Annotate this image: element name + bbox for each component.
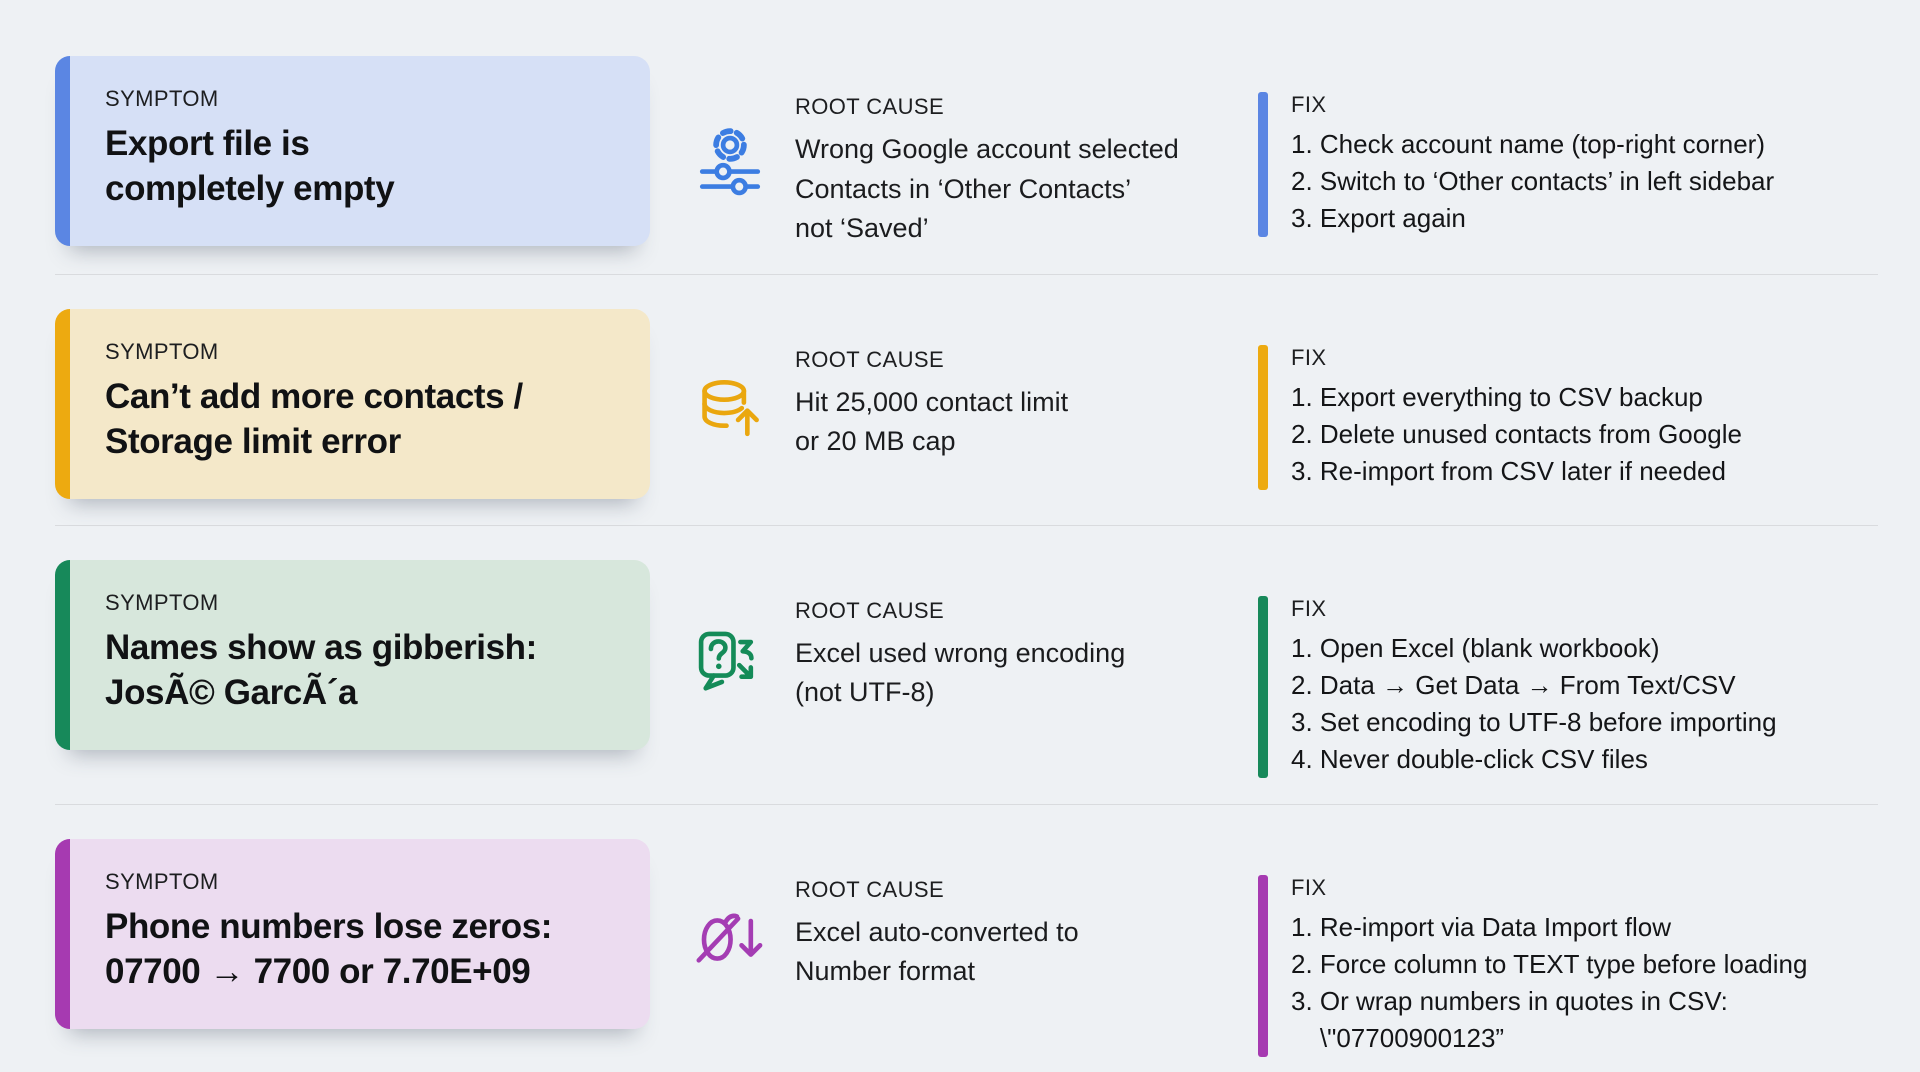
symptom-title: Can’t add more contacts / Storage limit … bbox=[105, 377, 523, 461]
fix-step: 1. Export everything to CSV backup bbox=[1291, 382, 1703, 413]
symptom-card: SYMPTOM Export file is completely empty bbox=[55, 56, 650, 246]
fix-textblock: FIX 1. Export everything to CSV backup 2… bbox=[1291, 345, 1742, 490]
fix-block: FIX 1. Check account name (top-right cor… bbox=[1215, 42, 1920, 238]
symptom-card: SYMPTOM Phone numbers lose zeros: 07700 … bbox=[55, 838, 650, 1029]
root-cause-text: Hit 25,000 contact limit or 20 MB cap bbox=[795, 387, 1069, 457]
row-phone-zeros: SYMPTOM Phone numbers lose zeros: 07700 … bbox=[0, 825, 1920, 1057]
fix-list: 1. Re-import via Data Import flow 2. For… bbox=[1291, 909, 1807, 1057]
gear-sliders-icon bbox=[693, 120, 767, 200]
fix-block: FIX 1. Re-import via Data Import flow 2.… bbox=[1215, 825, 1920, 1057]
row-divider bbox=[55, 803, 1878, 805]
symptom-card: SYMPTOM Can’t add more contacts / Storag… bbox=[55, 308, 650, 499]
row-divider bbox=[55, 524, 1878, 526]
symptom-label: SYMPTOM bbox=[105, 338, 219, 364]
root-cause-block: ROOT CAUSE Hit 25,000 contact limit or 2… bbox=[655, 295, 1215, 462]
fix-label: FIX bbox=[1291, 92, 1327, 117]
root-cause-label: ROOT CAUSE bbox=[795, 94, 945, 119]
fix-list: 1. Export everything to CSV backup 2. De… bbox=[1291, 379, 1742, 490]
fix-list: 1. Check account name (top-right corner)… bbox=[1291, 126, 1774, 237]
symptom-title: Names show as gibberish: JosÃ© GarcÃ´a bbox=[105, 628, 537, 712]
fix-step: 2. Delete unused contacts from Google bbox=[1291, 419, 1742, 450]
root-cause-textblock: ROOT CAUSE Wrong Google account selected… bbox=[795, 94, 1179, 248]
fix-step: 1. Open Excel (blank workbook) bbox=[1291, 633, 1660, 664]
root-cause-label: ROOT CAUSE bbox=[795, 876, 945, 902]
symptom-label: SYMPTOM bbox=[105, 868, 219, 894]
fix-textblock: FIX 1. Check account name (top-right cor… bbox=[1291, 92, 1774, 237]
root-cause-text: Excel used wrong encoding (not UTF-8) bbox=[795, 638, 1126, 708]
fix-label: FIX bbox=[1291, 344, 1327, 370]
fix-label: FIX bbox=[1291, 595, 1327, 621]
fix-step: 2. Data → Get Data → From Text/CSV bbox=[1291, 670, 1736, 701]
root-cause-label: ROOT CAUSE bbox=[795, 346, 945, 372]
fix-textblock: FIX 1. Re-import via Data Import flow 2.… bbox=[1291, 875, 1807, 1057]
fix-step: 2. Force column to TEXT type before load… bbox=[1291, 949, 1808, 980]
fix-accent-bar bbox=[1258, 344, 1268, 490]
root-cause-label: ROOT CAUSE bbox=[795, 597, 945, 623]
fix-block: FIX 1. Open Excel (blank workbook) 2. Da… bbox=[1215, 546, 1920, 778]
root-cause-block: ROOT CAUSE Wrong Google account selected… bbox=[655, 42, 1215, 248]
row-divider bbox=[55, 273, 1878, 275]
root-cause-textblock: ROOT CAUSE Excel auto-converted to Numbe… bbox=[795, 877, 1079, 992]
fix-accent-bar bbox=[1258, 595, 1268, 778]
database-limit-icon bbox=[693, 373, 767, 453]
zero-strike-icon bbox=[693, 903, 767, 983]
fix-step: 1. Re-import via Data Import flow bbox=[1291, 912, 1672, 943]
fix-step: 2. Switch to ‘Other contacts’ in left si… bbox=[1291, 166, 1775, 197]
root-cause-block: ROOT CAUSE Excel auto-converted to Numbe… bbox=[655, 825, 1215, 992]
row-encoding-gibberish: SYMPTOM Names show as gibberish: JosÃ© G… bbox=[0, 546, 1920, 778]
root-cause-textblock: ROOT CAUSE Excel used wrong encoding (no… bbox=[795, 598, 1125, 713]
fix-step: 3. Re-import from CSV later if needed bbox=[1291, 456, 1726, 487]
fix-step: 3. Or wrap numbers in quotes in CSV: \"0… bbox=[1291, 986, 1728, 1053]
root-cause-textblock: ROOT CAUSE Hit 25,000 contact limit or 2… bbox=[795, 347, 1068, 462]
root-cause-text: Excel auto-converted to Number format bbox=[795, 917, 1079, 987]
fix-list: 1. Open Excel (blank workbook) 2. Data →… bbox=[1291, 630, 1777, 778]
fix-step: 3. Set encoding to UTF-8 before importin… bbox=[1291, 707, 1777, 738]
fix-step: 1. Check account name (top-right corner) bbox=[1291, 129, 1765, 160]
root-cause-text: Wrong Google account selected Contacts i… bbox=[795, 134, 1179, 243]
symptom-label: SYMPTOM bbox=[105, 86, 219, 111]
symptom-label: SYMPTOM bbox=[105, 589, 219, 615]
fix-step: 3. Export again bbox=[1291, 203, 1466, 234]
row-storage-limit: SYMPTOM Can’t add more contacts / Storag… bbox=[0, 295, 1920, 499]
fix-accent-bar bbox=[1258, 92, 1268, 238]
fix-block: FIX 1. Export everything to CSV backup 2… bbox=[1215, 295, 1920, 490]
symptom-title: Phone numbers lose zeros: 07700 → 7700 o… bbox=[105, 907, 553, 992]
encoding-question-icon bbox=[693, 624, 767, 704]
fix-label: FIX bbox=[1291, 874, 1327, 900]
fix-step: 4. Never double-click CSV files bbox=[1291, 743, 1648, 774]
fix-textblock: FIX 1. Open Excel (blank workbook) 2. Da… bbox=[1291, 596, 1777, 778]
root-cause-block: ROOT CAUSE Excel used wrong encoding (no… bbox=[655, 546, 1215, 713]
row-export-empty: SYMPTOM Export file is completely empty … bbox=[0, 42, 1920, 248]
symptom-card: SYMPTOM Names show as gibberish: JosÃ© G… bbox=[55, 559, 650, 750]
symptom-title: Export file is completely empty bbox=[105, 124, 395, 209]
fix-accent-bar bbox=[1258, 874, 1268, 1057]
